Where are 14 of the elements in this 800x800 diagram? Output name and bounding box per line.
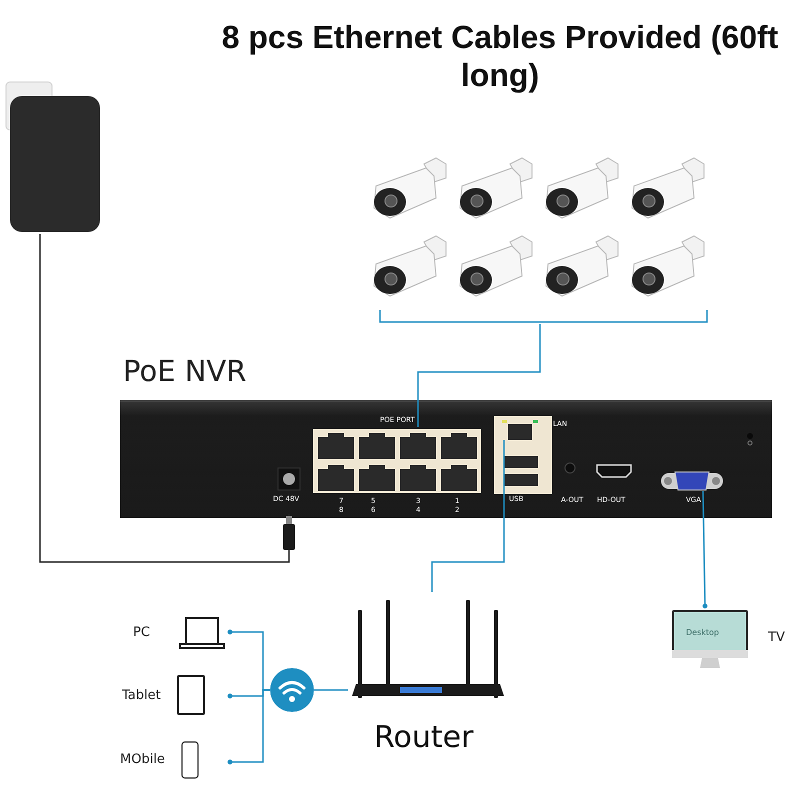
title: 8 pcs Ethernet Cables Provided (60ft long): [220, 18, 780, 94]
device-label: TV: [768, 630, 785, 645]
connector-line: [431, 440, 505, 592]
connector-line: [228, 689, 270, 764]
screen-text: Desktop: [686, 629, 719, 637]
device-label: PC: [133, 625, 150, 640]
device-label: Router: [374, 720, 474, 755]
device-label: Tablet: [122, 688, 161, 703]
device-label: MObile: [120, 752, 165, 767]
power-cable: [39, 234, 290, 563]
connector-line: [417, 324, 541, 427]
device-heading: PoE NVR: [123, 354, 246, 388]
connector-line: [702, 490, 708, 608]
connector-line: [314, 689, 348, 691]
